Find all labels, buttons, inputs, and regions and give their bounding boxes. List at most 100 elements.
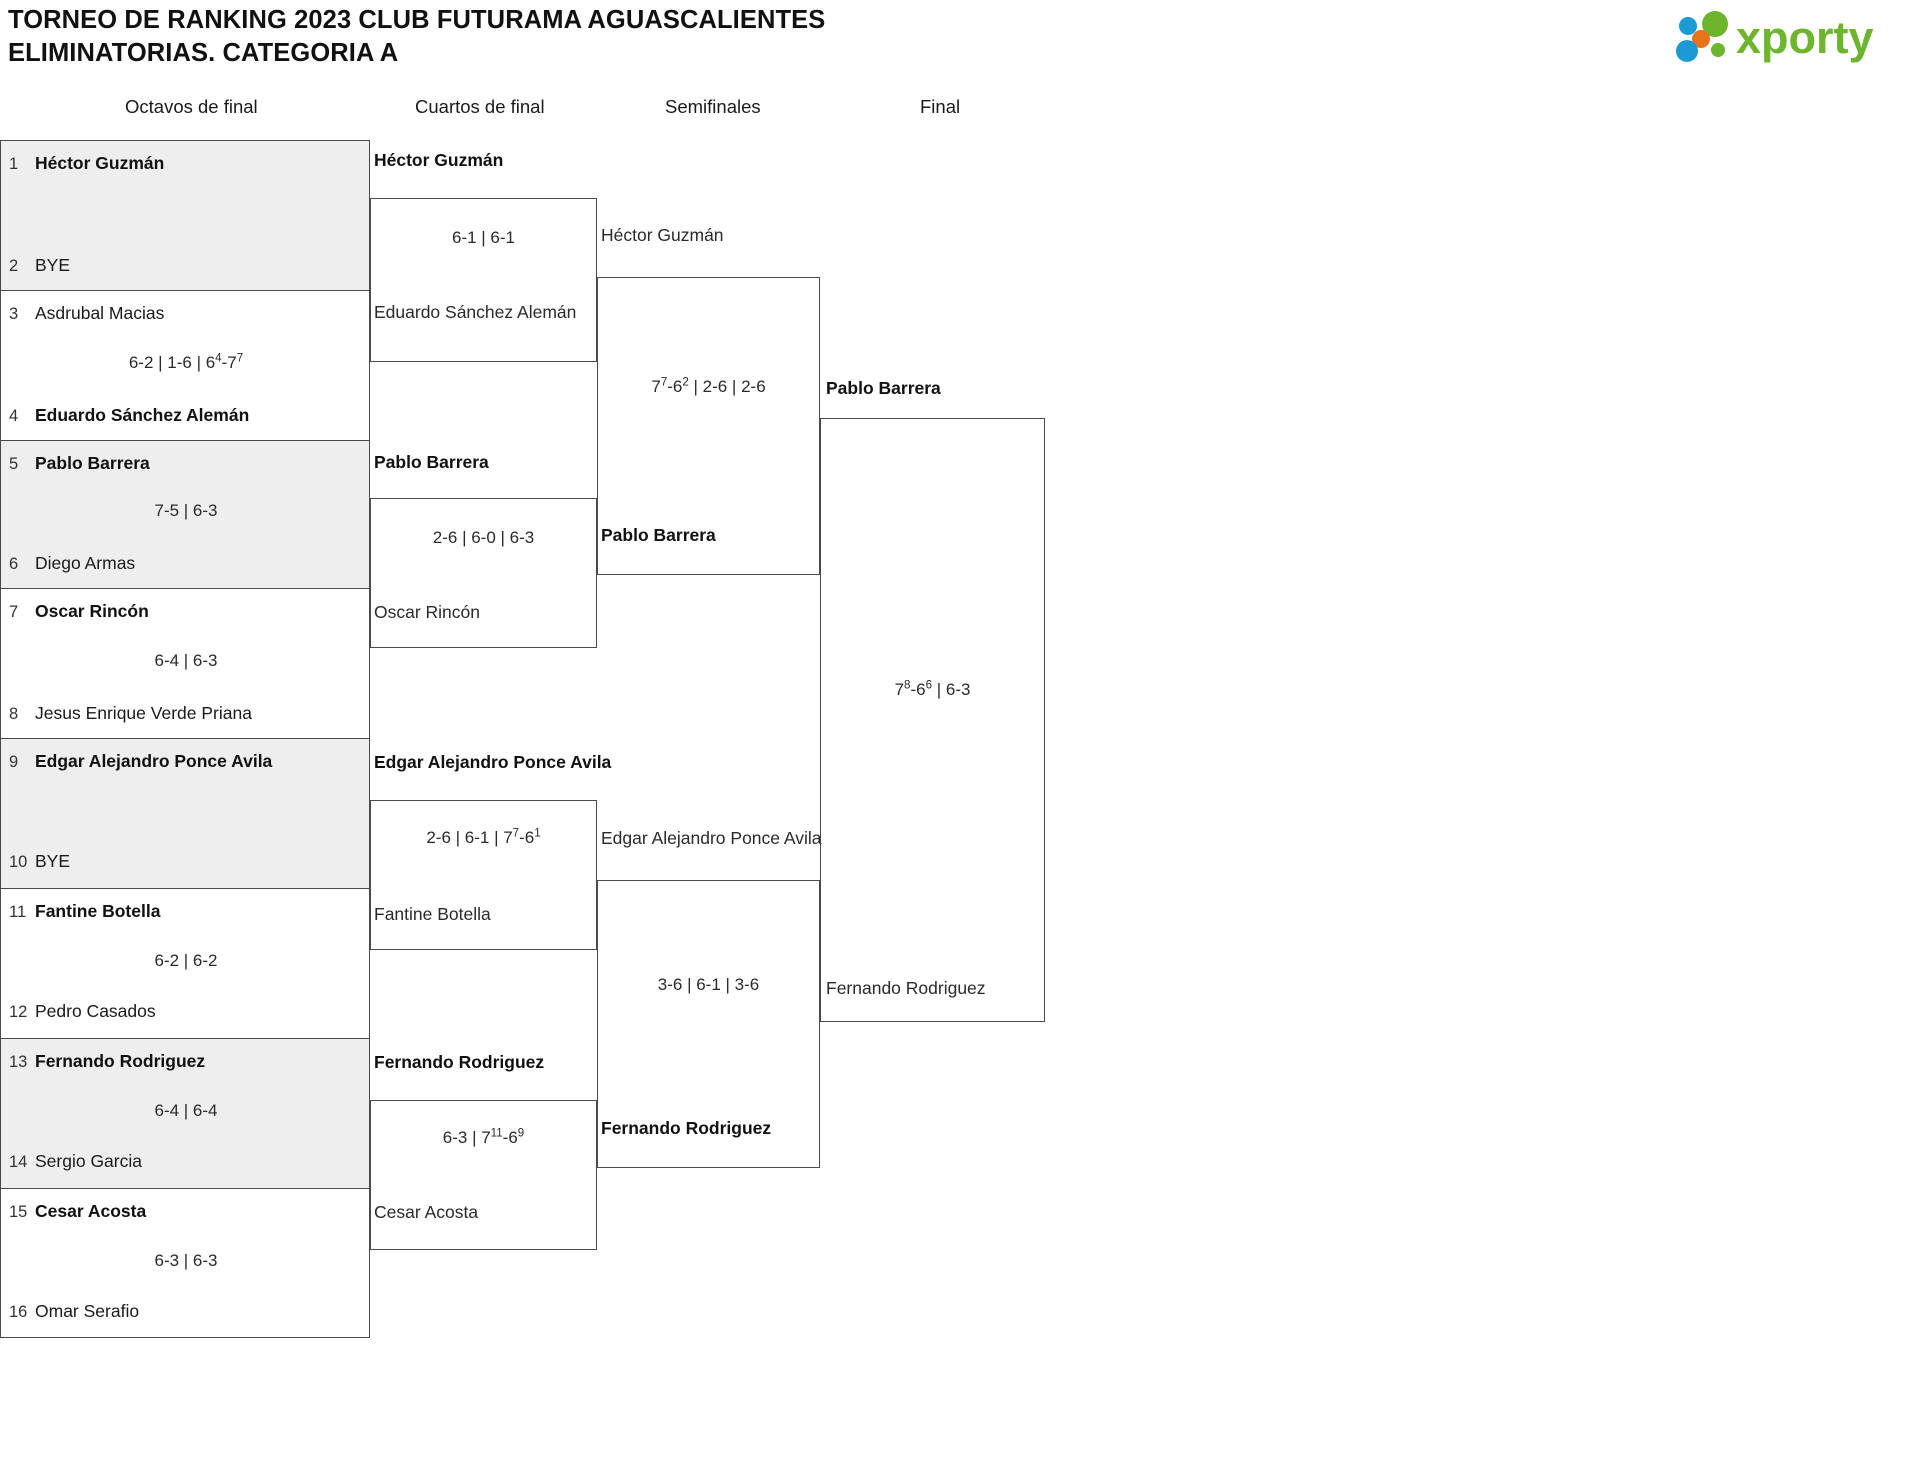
final-player-1[interactable]: Pablo Barrera (826, 378, 941, 398)
player-name: Fernando Rodriguez (35, 1051, 206, 1071)
sf-score-1: 77-62 | 2-6 | 2-6 (651, 376, 766, 396)
qf-player-4[interactable]: Oscar Rincón (374, 602, 481, 622)
seed-number: 1 (9, 155, 19, 173)
qf-box-4[interactable] (370, 1100, 597, 1250)
qf-box-2[interactable] (370, 498, 597, 648)
player-name: Sergio Garcia (35, 1151, 142, 1171)
sf-player-4[interactable]: Fernando Rodriguez (601, 1118, 772, 1138)
page-title: TORNEO DE RANKING 2023 CLUB FUTURAMA AGU… (8, 4, 1108, 70)
final-score: 78-66 | 6-3 (894, 679, 971, 699)
seed-number: 11 (9, 903, 27, 921)
seed-number: 5 (9, 455, 19, 473)
player-name: Omar Serafio (35, 1301, 140, 1321)
seed-number: 9 (9, 753, 19, 771)
seed-number: 12 (9, 1003, 28, 1021)
player-name: Fantine Botella (35, 901, 161, 921)
r1-player-3[interactable]: 3 Asdrubal Macias (9, 303, 363, 324)
round-header-octavos: Octavos de final (125, 96, 258, 117)
r1-match-7[interactable]: 13 Fernando Rodriguez 6-4 | 6-4 14 Sergi… (0, 1038, 370, 1188)
final-player-2[interactable]: Fernando Rodriguez (826, 978, 986, 998)
qf-player-2[interactable]: Eduardo Sánchez Alemán (374, 302, 577, 322)
player-name: Pedro Casados (35, 1001, 156, 1021)
r1-match-4[interactable]: 7 Oscar Rincón 6-4 | 6-3 8 Jesus Enrique… (0, 588, 370, 738)
player-name: Asdrubal Macias (35, 303, 165, 323)
r1-player-10[interactable]: 10 BYE (9, 851, 363, 872)
qf-player-8[interactable]: Cesar Acosta (374, 1202, 479, 1222)
r1-score-3: 7-5 | 6-3 (154, 501, 218, 520)
seed-number: 13 (9, 1053, 28, 1071)
r1-player-6[interactable]: 6 Diego Armas (9, 553, 363, 574)
seed-number: 8 (9, 705, 19, 723)
r1-match-6[interactable]: 11 Fantine Botella 6-2 | 6-2 12 Pedro Ca… (0, 888, 370, 1038)
sf-box-2[interactable] (597, 880, 820, 1168)
qf-box-1[interactable] (370, 198, 597, 362)
sf-player-3[interactable]: Edgar Alejandro Ponce Avila (601, 828, 822, 848)
r1-score-4: 6-4 | 6-3 (154, 651, 218, 670)
qf-player-5[interactable]: Edgar Alejandro Ponce Avila (374, 752, 612, 772)
player-name: Héctor Guzmán (35, 153, 165, 173)
r1-player-7[interactable]: 7 Oscar Rincón (9, 601, 363, 622)
qf-score-4: 6-3 | 711-69 (442, 1127, 525, 1147)
r1-score-8: 6-3 | 6-3 (154, 1251, 218, 1270)
sf-score-2: 3-6 | 6-1 | 3-6 (657, 975, 760, 994)
seed-number: 10 (9, 853, 28, 871)
seed-number: 6 (9, 555, 19, 573)
player-name: Pablo Barrera (35, 453, 150, 473)
r1-player-5[interactable]: 5 Pablo Barrera (9, 453, 363, 474)
r1-match-2[interactable]: 3 Asdrubal Macias 6-2 | 1-6 | 64-77 4 Ed… (0, 290, 370, 440)
title-line-1: TORNEO DE RANKING 2023 CLUB FUTURAMA AGU… (8, 6, 826, 34)
player-name: Jesus Enrique Verde Priana (35, 703, 252, 723)
r1-match-3[interactable]: 5 Pablo Barrera 7-5 | 6-3 6 Diego Armas (0, 440, 370, 588)
r1-player-11[interactable]: 11 Fantine Botella (9, 901, 363, 922)
r1-player-15[interactable]: 15 Cesar Acosta (9, 1201, 363, 1222)
qf-score-2: 2-6 | 6-0 | 6-3 (432, 528, 535, 547)
r1-player-9[interactable]: 9 Edgar Alejandro Ponce Avila (9, 751, 363, 772)
player-name: Cesar Acosta (35, 1201, 147, 1221)
player-name: Diego Armas (35, 553, 136, 573)
seed-number: 4 (9, 407, 19, 425)
sf-player-1[interactable]: Héctor Guzmán (601, 225, 724, 245)
round-header-cuartos: Cuartos de final (415, 96, 545, 117)
svg-text:xporty: xporty (1736, 12, 1874, 63)
sf-box-1[interactable] (597, 277, 820, 575)
r1-player-12[interactable]: 12 Pedro Casados (9, 1001, 363, 1022)
round-header-final: Final (920, 96, 961, 117)
xporty-logo-icon: xporty (1676, 11, 1874, 63)
seed-number: 7 (9, 603, 19, 621)
r1-match-5[interactable]: 9 Edgar Alejandro Ponce Avila 10 BYE (0, 738, 370, 888)
round-header-semifinales: Semifinales (665, 96, 761, 117)
player-name: Eduardo Sánchez Alemán (35, 405, 250, 425)
r1-player-13[interactable]: 13 Fernando Rodriguez (9, 1051, 363, 1072)
qf-score-1: 6-1 | 6-1 (451, 228, 515, 247)
r1-match-8[interactable]: 15 Cesar Acosta 6-3 | 6-3 16 Omar Serafi… (0, 1188, 370, 1338)
qf-player-6[interactable]: Fantine Botella (374, 904, 491, 924)
player-name: BYE (35, 851, 71, 871)
r1-score-6: 6-2 | 6-2 (154, 951, 218, 970)
r1-player-14[interactable]: 14 Sergio Garcia (9, 1151, 363, 1172)
player-name: Oscar Rincón (35, 601, 149, 621)
qf-player-3[interactable]: Pablo Barrera (374, 452, 489, 472)
r1-player-1[interactable]: 1 Héctor Guzmán (9, 153, 363, 174)
qf-player-1[interactable]: Héctor Guzmán (374, 150, 504, 170)
seed-number: 3 (9, 305, 19, 323)
player-name: Edgar Alejandro Ponce Avila (35, 751, 273, 771)
r1-player-8[interactable]: 8 Jesus Enrique Verde Priana (9, 703, 363, 724)
title-line-2: ELIMINATORIAS. CATEGORIA A (8, 39, 399, 67)
player-name: BYE (35, 255, 71, 275)
seed-number: 14 (9, 1153, 28, 1171)
seed-number: 16 (9, 1303, 28, 1321)
r1-player-16[interactable]: 16 Omar Serafio (9, 1301, 363, 1322)
seed-number: 15 (9, 1203, 28, 1221)
xporty-logo[interactable]: xporty (1670, 8, 1902, 64)
qf-player-7[interactable]: Fernando Rodriguez (374, 1052, 545, 1072)
r1-score-2: 6-2 | 1-6 | 64-77 (128, 352, 244, 372)
r1-player-4[interactable]: 4 Eduardo Sánchez Alemán (9, 405, 363, 426)
seed-number: 2 (9, 257, 19, 275)
sf-player-2[interactable]: Pablo Barrera (601, 525, 716, 545)
r1-player-2[interactable]: 2 BYE (9, 255, 363, 276)
r1-match-1[interactable]: 1 Héctor Guzmán 2 BYE (0, 140, 370, 290)
qf-box-3[interactable] (370, 800, 597, 950)
final-box[interactable] (820, 418, 1045, 1022)
